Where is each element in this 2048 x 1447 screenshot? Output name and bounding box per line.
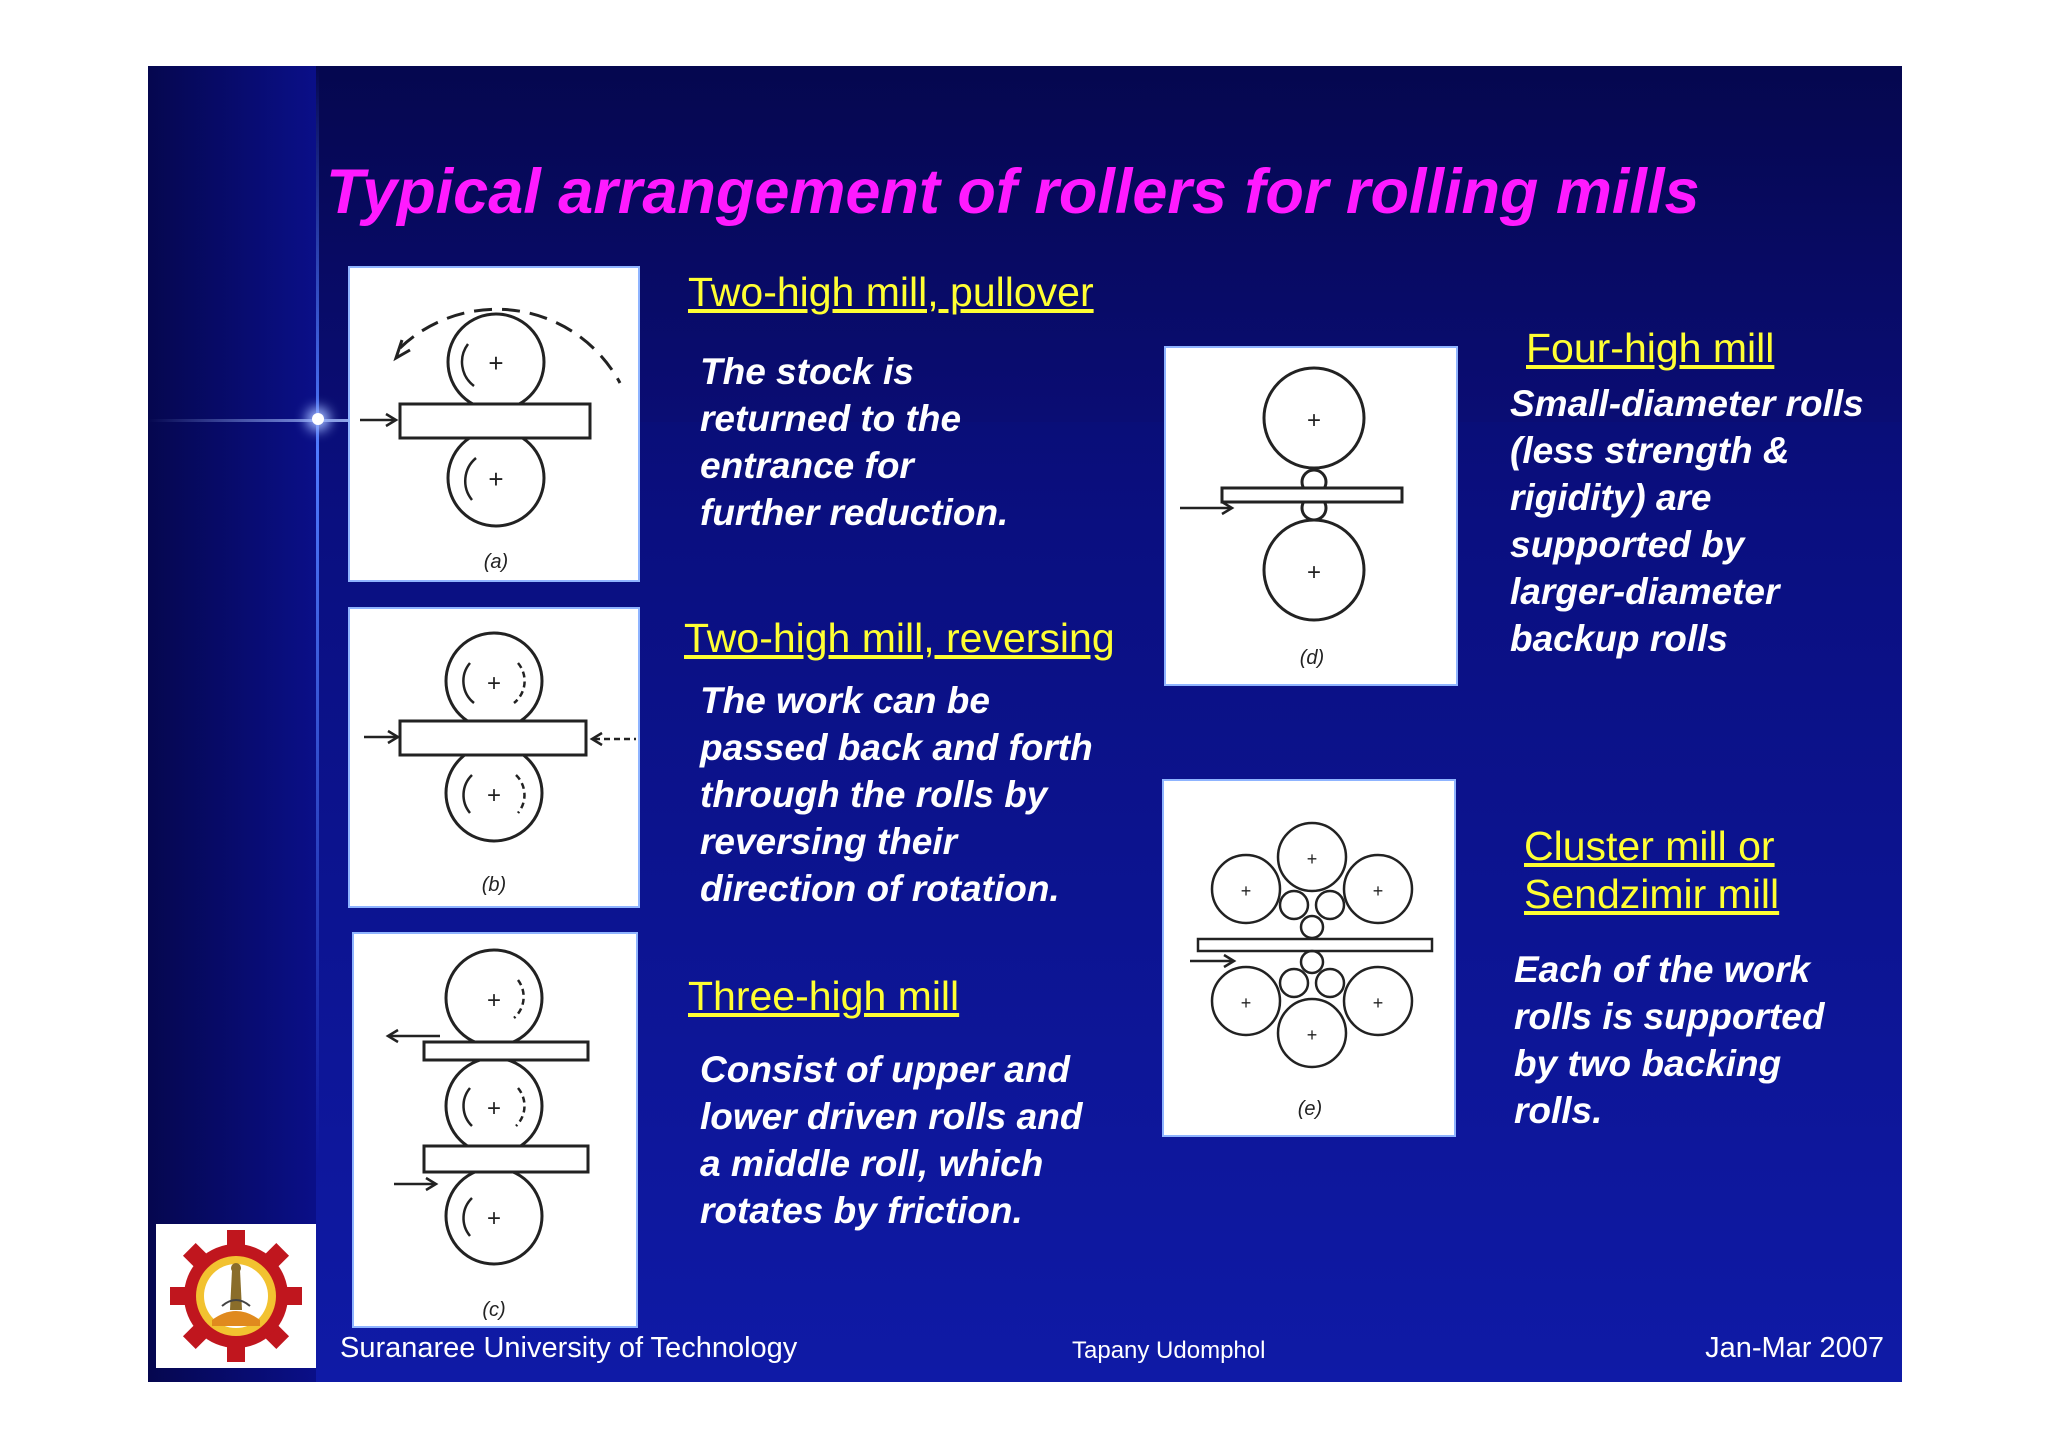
svg-text:+: + bbox=[487, 987, 501, 1014]
desc-line: rolls is supported bbox=[1514, 996, 1825, 1037]
figure-label-e: (e) bbox=[1298, 1098, 1322, 1120]
desc-line: by two backing bbox=[1514, 1043, 1782, 1084]
desc-line: supported by bbox=[1510, 524, 1745, 565]
figure-three-high: + + + (c) bbox=[352, 932, 638, 1328]
desc-cluster-mill: Each of the work rolls is supported by t… bbox=[1514, 946, 1824, 1134]
desc-line: The work can be bbox=[700, 680, 990, 721]
desc-line: Consist of upper and bbox=[700, 1049, 1070, 1090]
footer-date: Jan-Mar 2007 bbox=[1705, 1332, 1884, 1364]
svg-text:+: + bbox=[488, 464, 503, 494]
desc-line: rotates by friction. bbox=[700, 1190, 1023, 1231]
svg-text:+: + bbox=[487, 782, 501, 809]
svg-text:+: + bbox=[1241, 993, 1252, 1013]
svg-text:+: + bbox=[1373, 993, 1384, 1013]
figure-label-d: (d) bbox=[1300, 647, 1324, 669]
svg-text:+: + bbox=[1307, 559, 1321, 586]
svg-text:+: + bbox=[487, 1095, 501, 1122]
svg-text:+: + bbox=[1373, 881, 1384, 901]
desc-line: through the rolls by bbox=[700, 774, 1048, 815]
heading-two-high-pullover: Two-high mill, pullover bbox=[688, 269, 1094, 315]
svg-text:+: + bbox=[1307, 1025, 1318, 1045]
desc-line: rolls. bbox=[1514, 1090, 1603, 1131]
decorative-horizontal-line bbox=[148, 419, 448, 422]
desc-line: direction of rotation. bbox=[700, 868, 1060, 909]
desc-line: larger-diameter bbox=[1510, 571, 1780, 612]
desc-line: (less strength & bbox=[1510, 430, 1790, 471]
figure-two-high-pullover: + + (a) bbox=[348, 266, 640, 582]
heading-two-high-reversing: Two-high mill, reversing bbox=[684, 615, 1115, 661]
svg-text:+: + bbox=[488, 348, 503, 378]
three-high-diagram: + + + (c) bbox=[385, 948, 590, 1321]
desc-two-high-reversing: The work can be passed back and forth th… bbox=[700, 677, 1093, 912]
desc-line: a middle roll, which bbox=[700, 1143, 1044, 1184]
figure-label-a: (a) bbox=[484, 551, 508, 573]
figure-cluster-mill: + + + + + + (e) bbox=[1162, 779, 1456, 1137]
desc-line: lower driven rolls and bbox=[700, 1096, 1083, 1137]
figure-label-b: (b) bbox=[482, 874, 506, 896]
desc-two-high-pullover: The stock is returned to the entrance fo… bbox=[700, 348, 1008, 536]
desc-line: Small-diameter rolls bbox=[1510, 383, 1864, 424]
svg-text:+: + bbox=[487, 1205, 501, 1232]
decorative-spark bbox=[312, 413, 324, 425]
desc-line: returned to the bbox=[700, 398, 962, 439]
two-high-reversing-diagram: + + (b) bbox=[364, 631, 636, 896]
desc-line: rigidity) are bbox=[1510, 477, 1712, 518]
svg-text:+: + bbox=[1241, 881, 1252, 901]
desc-line: backup rolls bbox=[1510, 618, 1728, 659]
desc-line: entrance for bbox=[700, 445, 914, 486]
svg-text:+: + bbox=[1307, 407, 1321, 434]
heading-cluster-mill: Cluster mill or Sendzimir mill bbox=[1524, 822, 1779, 918]
desc-line: reversing their bbox=[700, 821, 958, 862]
heading-four-high: Four-high mill bbox=[1526, 325, 1775, 371]
university-logo bbox=[156, 1224, 316, 1368]
gear-emblem-icon bbox=[170, 1230, 302, 1362]
four-high-diagram: + + (d) bbox=[1180, 366, 1404, 669]
footer-institution: Suranaree University of Technology bbox=[340, 1332, 798, 1364]
footer-author: Tapany Udomphol bbox=[1072, 1337, 1266, 1364]
slide-left-band bbox=[148, 66, 316, 1382]
desc-four-high: Small-diameter rolls (less strength & ri… bbox=[1510, 380, 1864, 662]
svg-text:+: + bbox=[1307, 849, 1318, 869]
desc-line: Each of the work bbox=[1514, 949, 1811, 990]
cluster-mill-diagram: + + + + + + (e) bbox=[1190, 821, 1434, 1120]
heading-line: Sendzimir mill bbox=[1524, 871, 1780, 917]
figure-two-high-reversing: + + (b) bbox=[348, 607, 640, 908]
figure-label-c: (c) bbox=[482, 1299, 505, 1321]
decorative-vertical-line bbox=[316, 66, 319, 1166]
slide: Typical arrangement of rollers for rolli… bbox=[148, 66, 1902, 1382]
heading-line: Cluster mill or bbox=[1524, 823, 1775, 869]
heading-three-high: Three-high mill bbox=[688, 973, 960, 1019]
two-high-pullover-diagram: + + (a) bbox=[360, 307, 622, 573]
desc-line: The stock is bbox=[700, 351, 914, 392]
slide-title: Typical arrangement of rollers for rolli… bbox=[326, 157, 1700, 227]
desc-line: further reduction. bbox=[700, 492, 1009, 533]
figure-four-high: + + (d) bbox=[1164, 346, 1458, 686]
desc-three-high: Consist of upper and lower driven rolls … bbox=[700, 1046, 1082, 1234]
desc-line: passed back and forth bbox=[700, 727, 1093, 768]
svg-text:+: + bbox=[487, 670, 501, 697]
